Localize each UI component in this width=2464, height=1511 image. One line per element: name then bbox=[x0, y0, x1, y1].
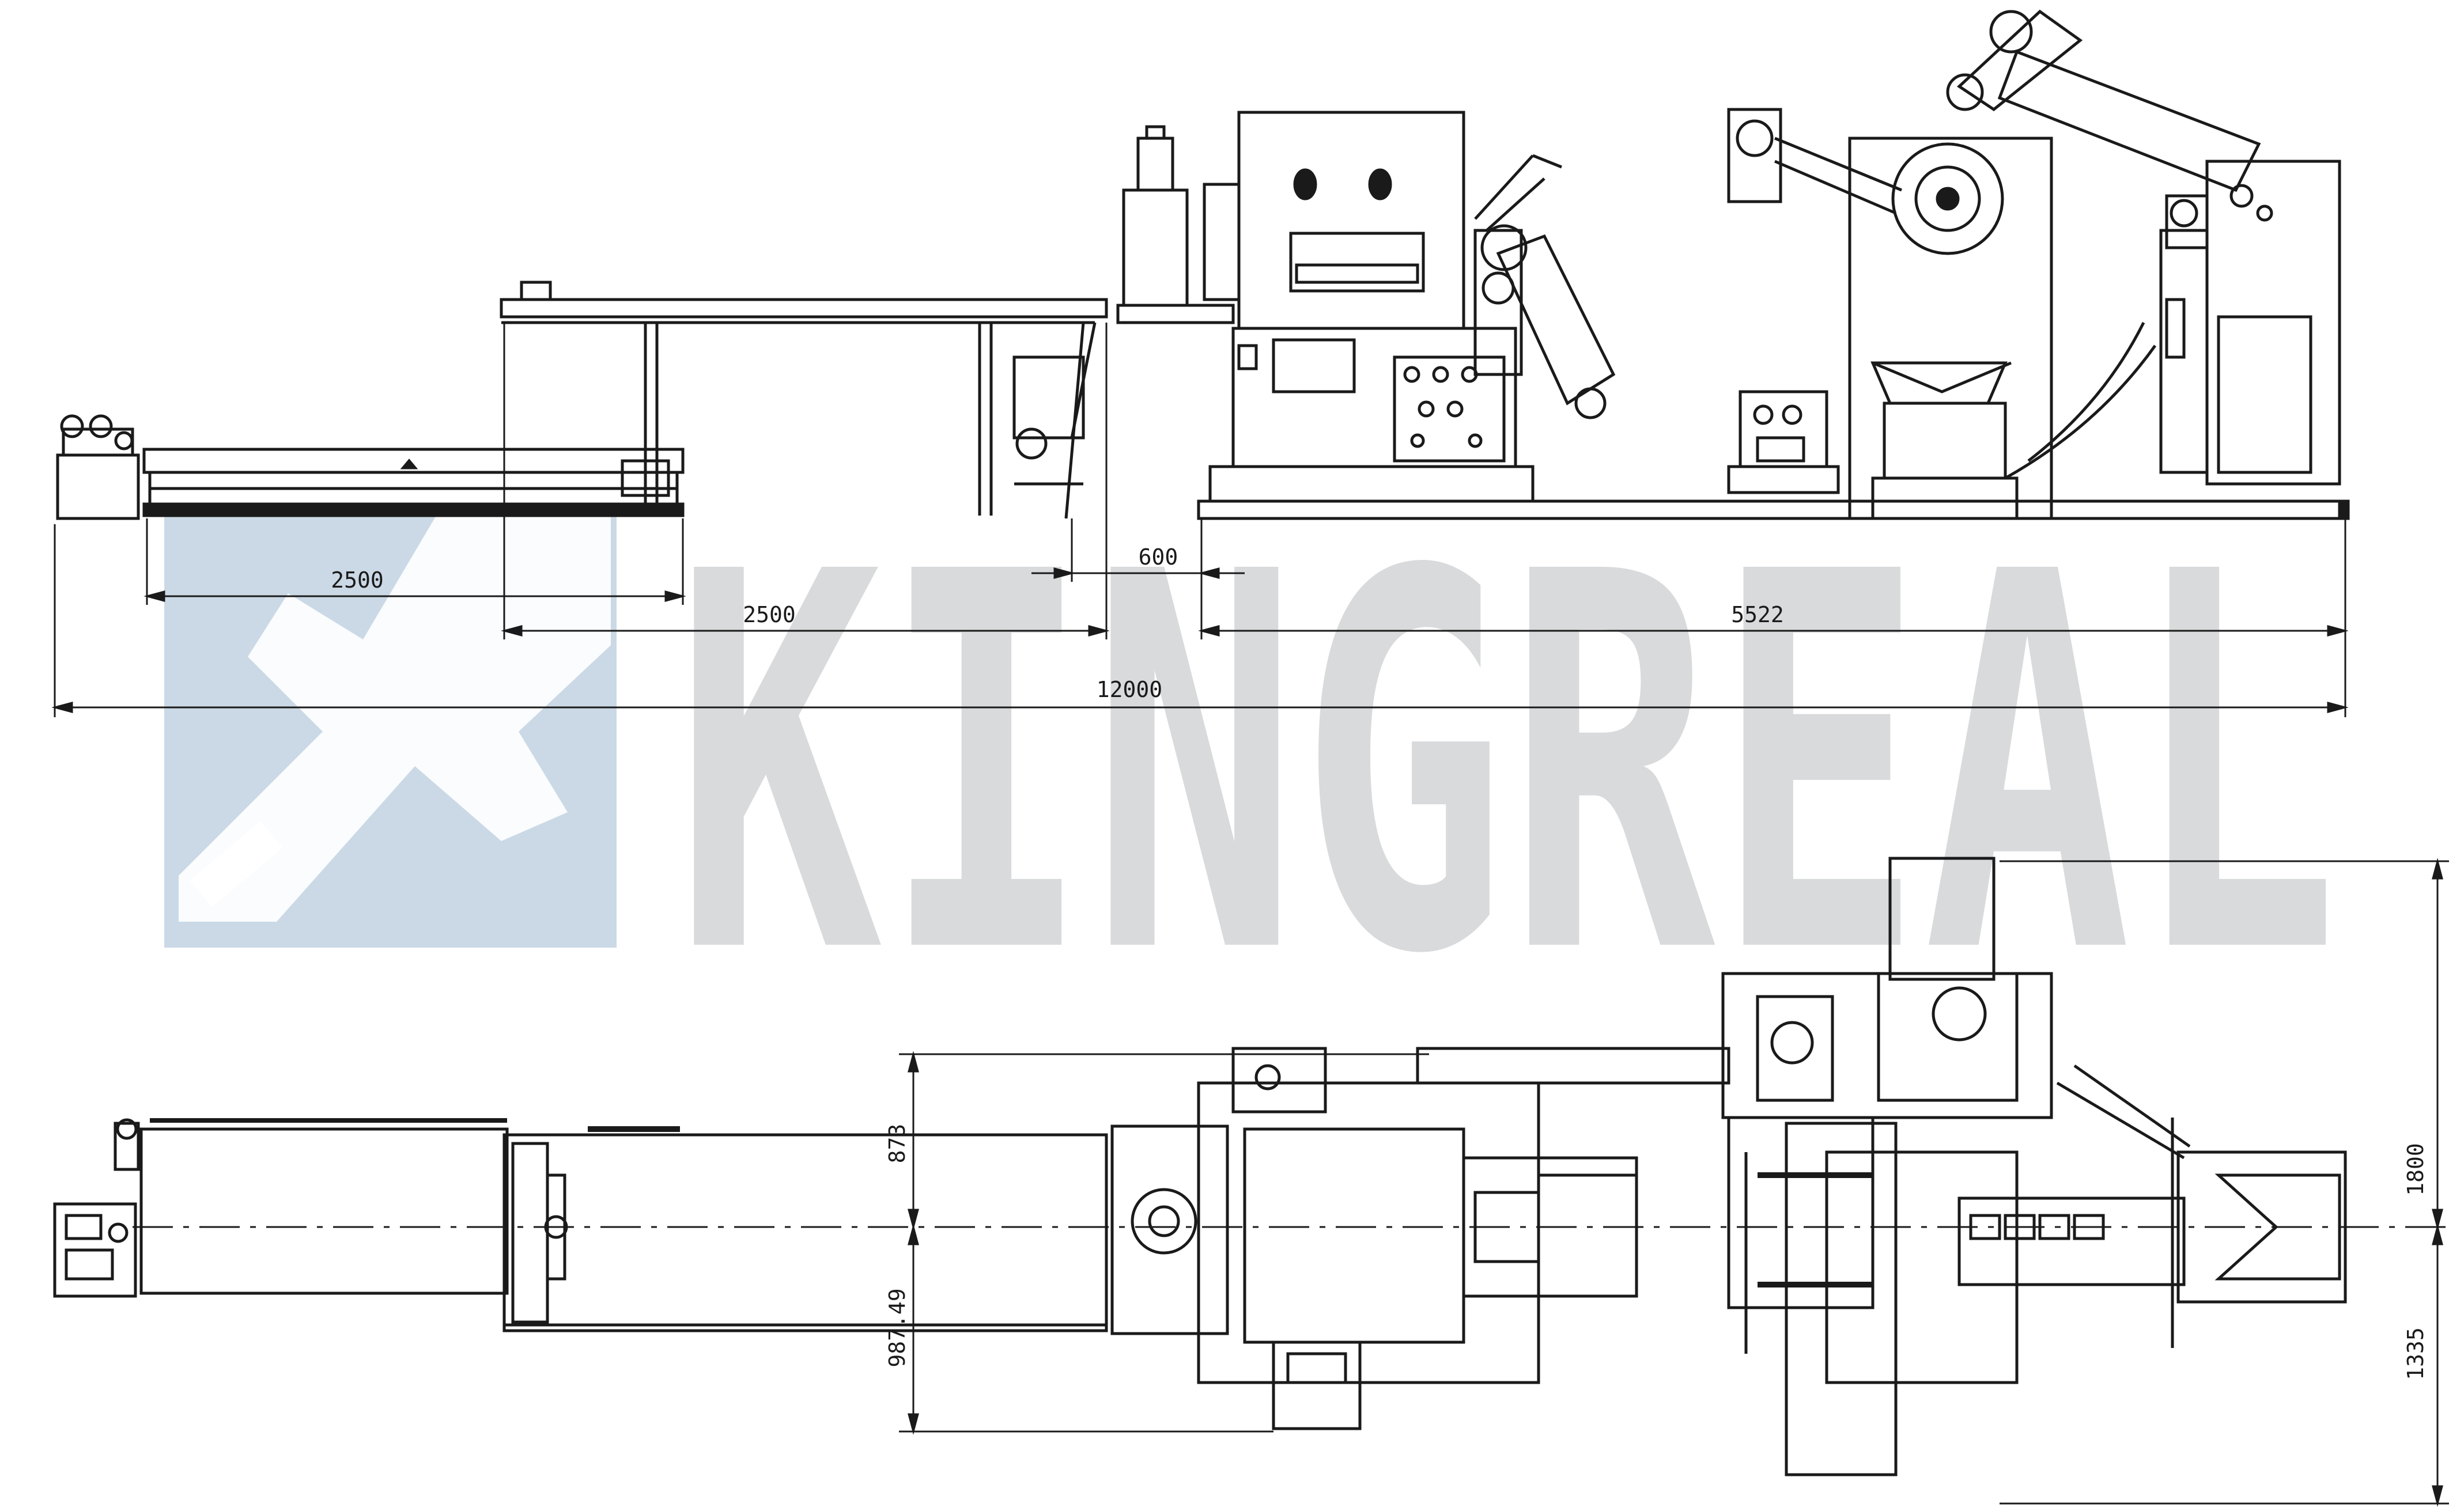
press-unit bbox=[1197, 111, 2347, 520]
stacker-table bbox=[142, 448, 685, 517]
hydraulic-unit-left bbox=[56, 414, 140, 520]
hydraulic-unit-plan bbox=[53, 1118, 140, 1298]
side-view bbox=[51, 9, 2350, 717]
servo-feeder bbox=[1116, 125, 1241, 324]
dim-gap: 600 bbox=[1139, 544, 1178, 570]
upper-conveyor bbox=[500, 281, 1108, 519]
uncoiler bbox=[1727, 9, 2261, 520]
right-cabinet bbox=[2159, 160, 2350, 520]
conveyor-plan bbox=[502, 1126, 1108, 1332]
watermark-text: KINGREAL bbox=[674, 464, 2340, 1067]
kingreal-logo-icon bbox=[164, 507, 617, 948]
control-panel bbox=[1727, 390, 1840, 494]
dim-lower-half: 987.49 bbox=[885, 1288, 910, 1367]
dim-machine-span: 5522 bbox=[1731, 602, 1784, 627]
side-dimension-lines bbox=[51, 567, 2349, 713]
dim-upper-half: 873 bbox=[885, 1124, 910, 1164]
dim-conveyor-b: 2500 bbox=[743, 602, 796, 627]
side-dimension-labels: 2500 2500 600 5522 12000 bbox=[331, 544, 1784, 702]
dim-conveyor-a: 2500 bbox=[331, 567, 384, 593]
watermark: KINGREAL bbox=[164, 464, 2340, 1067]
press-plan bbox=[1110, 1047, 1730, 1430]
stacker-plan bbox=[139, 1118, 509, 1295]
side-extension-lines bbox=[54, 323, 2346, 717]
dim-uncoiler-lower: 1335 bbox=[2403, 1327, 2428, 1380]
straightener bbox=[1473, 154, 1616, 419]
top-dimension-labels: 873 987.49 1800 1335 bbox=[885, 1124, 2428, 1380]
top-extension-lines bbox=[899, 860, 2449, 1505]
uncoiler-plan bbox=[1721, 857, 2347, 1476]
dim-overall: 12000 bbox=[1097, 677, 1162, 702]
top-view bbox=[53, 857, 2449, 1507]
top-dimension-lines bbox=[908, 858, 2443, 1507]
dim-uncoiler-upper: 1800 bbox=[2403, 1143, 2428, 1196]
